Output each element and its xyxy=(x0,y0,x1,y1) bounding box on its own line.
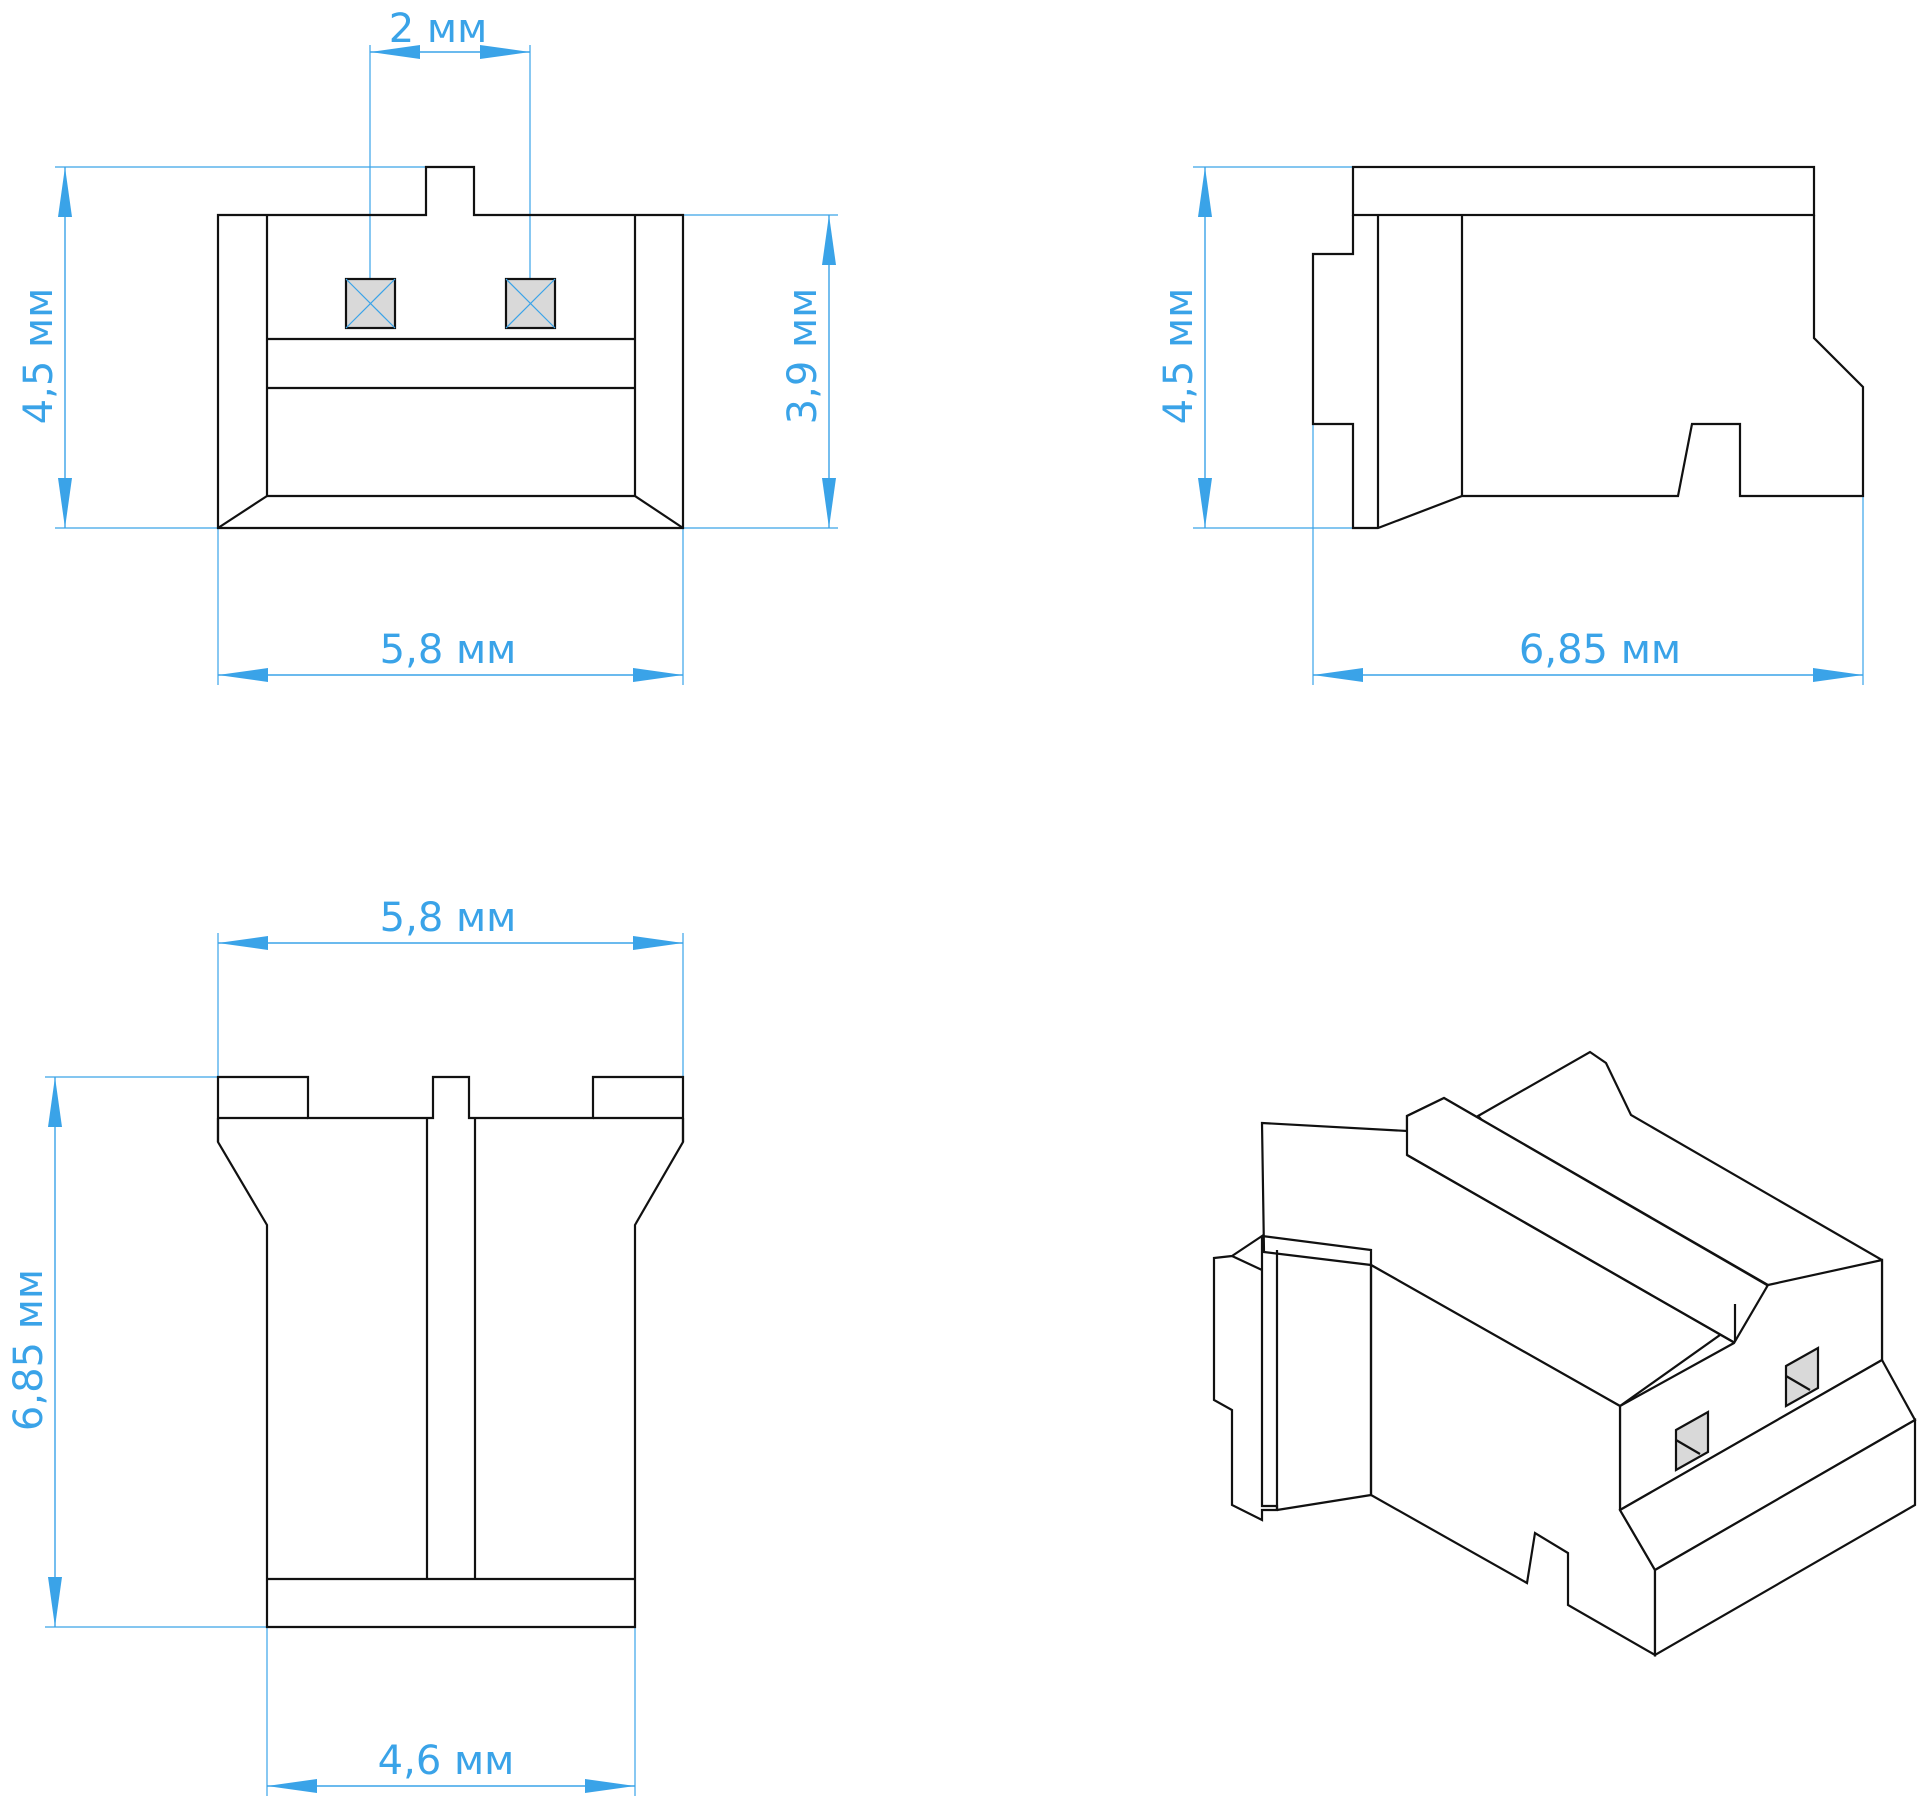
arrowhead xyxy=(1198,167,1212,217)
arrowhead xyxy=(822,478,836,528)
iso-right-lower-face xyxy=(1653,1418,1917,1657)
isometric-view xyxy=(1212,1050,1917,1657)
iso-socket-left xyxy=(1674,1410,1710,1472)
arrowhead xyxy=(58,167,72,217)
front-extension-lines xyxy=(55,45,838,685)
arrowhead xyxy=(822,215,836,265)
front-pitch-dimension: 2 мм xyxy=(370,6,530,59)
side-view: 4,5 мм 6,85 мм xyxy=(1156,165,1865,685)
front-inner-height-label: 3,9 мм xyxy=(780,288,826,425)
side-body-outline xyxy=(1311,165,1865,530)
arrowhead xyxy=(370,45,420,59)
side-height-dimension: 4,5 мм xyxy=(1156,167,1212,528)
front-height-label: 4,5 мм xyxy=(16,288,62,425)
front-height-dimension: 4,5 мм xyxy=(16,167,72,528)
front-view: 2 мм 4,5 мм 3,9 мм 5,8 мм xyxy=(16,6,838,685)
arrowhead xyxy=(218,668,268,682)
side-extension-lines xyxy=(1193,166,1864,685)
arrowhead xyxy=(58,478,72,528)
iso-front-face xyxy=(1369,1263,1657,1657)
front-pin-right xyxy=(504,277,557,330)
front-width-dimension: 5,8 мм xyxy=(218,627,683,682)
iso-left-plate xyxy=(1212,1233,1279,1522)
arrowhead xyxy=(267,1779,317,1793)
front-inner-height-dimension: 3,9 мм xyxy=(780,215,836,528)
top-inner-width-dimension: 4,6 мм xyxy=(267,1738,635,1793)
arrowhead xyxy=(1198,478,1212,528)
arrowhead xyxy=(48,1077,62,1127)
arrowhead xyxy=(480,45,530,59)
front-body-outline xyxy=(216,165,685,530)
side-height-label: 4,5 мм xyxy=(1156,288,1202,425)
top-length-label: 6,85 мм xyxy=(6,1269,52,1431)
top-extension-lines xyxy=(45,933,684,1796)
top-body-outline xyxy=(216,1075,685,1629)
top-view: 5,8 мм 6,85 мм 4,6 мм xyxy=(6,895,685,1796)
side-length-dimension: 6,85 мм xyxy=(1313,627,1863,682)
front-pin-left xyxy=(344,277,397,330)
arrowhead xyxy=(1813,668,1863,682)
arrowhead xyxy=(48,1577,62,1627)
top-inner-width-label: 4,6 мм xyxy=(378,1738,515,1784)
top-width-dimension: 5,8 мм xyxy=(218,895,683,950)
arrowhead xyxy=(585,1779,635,1793)
front-width-label: 5,8 мм xyxy=(380,627,517,673)
front-pitch-label: 2 мм xyxy=(389,6,488,52)
top-width-label: 5,8 мм xyxy=(380,895,517,941)
arrowhead xyxy=(218,936,268,950)
side-length-label: 6,85 мм xyxy=(1519,627,1681,673)
arrowhead xyxy=(1313,668,1363,682)
top-length-dimension: 6,85 мм xyxy=(6,1077,62,1627)
arrowhead xyxy=(633,936,683,950)
arrowhead xyxy=(633,668,683,682)
iso-socket-right xyxy=(1784,1346,1820,1408)
